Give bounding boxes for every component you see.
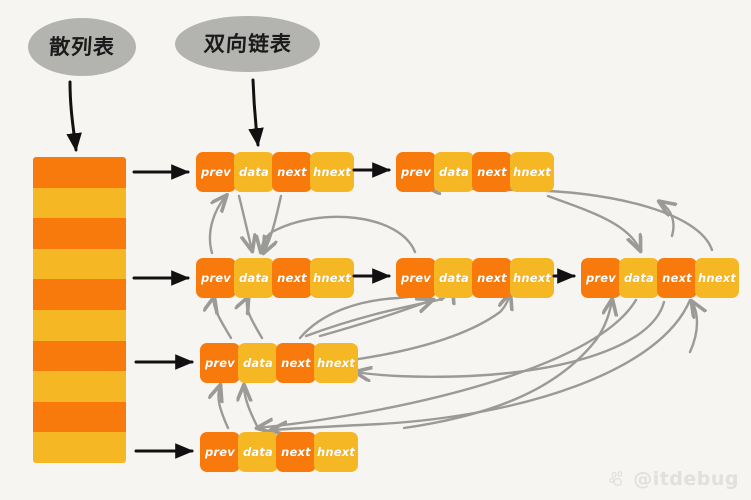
gray-up-arrow-c	[402, 300, 612, 430]
node-cell-next[interactable]: next	[272, 152, 312, 192]
node-cell-data[interactable]: data	[619, 258, 659, 298]
watermark-text: @itdebug	[633, 468, 739, 490]
label-leader-group	[66, 78, 264, 152]
node-cell-next[interactable]: next	[272, 258, 312, 298]
node-cell-prev[interactable]: prev	[396, 152, 436, 192]
gray-up-arrow-e	[660, 202, 674, 238]
node-cell-hnext[interactable]: hnext	[314, 432, 358, 472]
node-cell-next[interactable]: next	[472, 258, 512, 298]
label-doubly-linked-list-text: 双向链表	[202, 31, 293, 56]
baidu-paw-icon	[609, 470, 623, 486]
hash-slot-9[interactable]	[33, 432, 126, 463]
label-hash-table: 散列表	[28, 18, 136, 76]
gray-curve-r2prev-to-r1data	[208, 196, 226, 255]
node-cell-data[interactable]: data	[238, 343, 278, 383]
hash-slot-4[interactable]	[33, 279, 126, 310]
gray-curve-r1next-to-r2data	[264, 194, 283, 252]
node-cell-data[interactable]: data	[238, 432, 278, 472]
node-cell-next[interactable]: next	[657, 258, 697, 298]
node-cell-hnext[interactable]: hnext	[695, 258, 739, 298]
node-cell-prev[interactable]: prev	[581, 258, 621, 298]
node-cell-hnext[interactable]: hnext	[510, 152, 554, 192]
hash-slot-2[interactable]	[33, 218, 126, 249]
node-cell-prev[interactable]: prev	[396, 258, 436, 298]
gray-curve-group	[208, 186, 714, 430]
hash-slot-0[interactable]	[33, 157, 126, 188]
gray-curve-right-to-row3	[356, 300, 666, 377]
hash-table-array	[33, 157, 126, 463]
node-cell-next[interactable]: next	[276, 343, 316, 383]
node-cell-hnext[interactable]: hnext	[314, 343, 358, 383]
gray-curve-n22prev-to-n21data	[261, 215, 417, 252]
node-cell-prev[interactable]: prev	[200, 343, 240, 383]
node-cell-hnext[interactable]: hnext	[510, 258, 554, 298]
bucket-arrow-group	[132, 164, 194, 459]
node-cell-next[interactable]: next	[472, 152, 512, 192]
label-doubly-linked-list: 双向链表	[175, 16, 320, 72]
hash-slot-1[interactable]	[33, 187, 126, 219]
gray-up-arrow-b	[350, 294, 510, 362]
node-cell-prev[interactable]: prev	[196, 152, 236, 192]
node-cell-hnext[interactable]: hnext	[310, 152, 354, 192]
node-cell-data[interactable]: data	[434, 258, 474, 298]
gray-curve-r4-to-r3a	[218, 386, 230, 430]
gray-curve-r3-to-r2data	[318, 300, 432, 338]
gray-curve-r3data-up	[214, 298, 233, 340]
node-cell-data[interactable]: data	[234, 152, 274, 192]
gray-curve-r1data-to-r2next	[237, 194, 252, 250]
hash-slot-8[interactable]	[33, 401, 126, 433]
gray-curve-n12hnext-to-n23	[546, 194, 640, 250]
hash-slot-5[interactable]	[33, 309, 126, 341]
hash-slot-6[interactable]	[33, 340, 126, 372]
gray-curve-r3next-up	[247, 298, 264, 340]
node-cell-data[interactable]: data	[234, 258, 274, 298]
label-hash-table-text: 散列表	[48, 34, 116, 59]
node-cell-prev[interactable]: prev	[196, 258, 236, 298]
hash-slot-3[interactable]	[33, 248, 126, 280]
node-cell-next[interactable]: next	[276, 432, 316, 472]
gray-up-arrow-d	[688, 302, 697, 354]
node-cell-prev[interactable]: prev	[200, 432, 240, 472]
leader-linked-list	[248, 78, 264, 147]
gray-curve-n23-to-n12prev	[426, 186, 714, 252]
leader-hash-table	[66, 80, 82, 152]
watermark: @itdebug	[609, 468, 739, 490]
node-cell-hnext[interactable]: hnext	[310, 258, 354, 298]
node-cell-data[interactable]: data	[434, 152, 474, 192]
gray-curve-r4-to-r3b	[244, 386, 260, 430]
hash-slot-7[interactable]	[33, 371, 126, 402]
gray-up-arrow-group	[304, 202, 697, 430]
